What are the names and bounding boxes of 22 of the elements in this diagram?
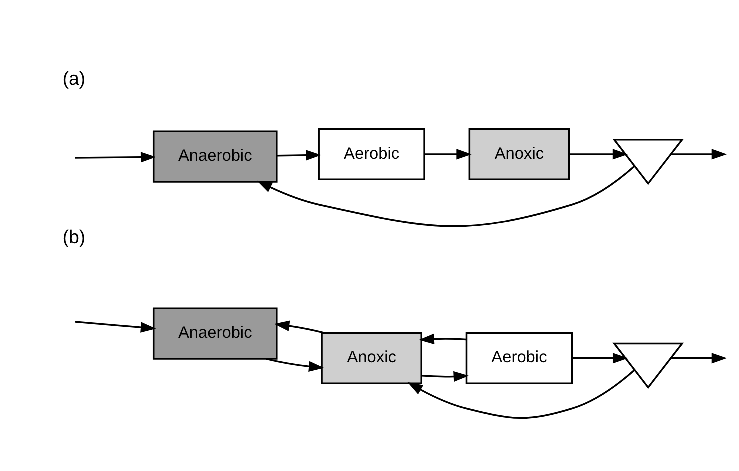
arrow <box>257 165 636 227</box>
label: (b) <box>62 226 86 247</box>
node-box: Anaerobic <box>152 307 278 360</box>
arrow <box>75 320 156 332</box>
arrow <box>277 150 322 160</box>
arrow <box>422 370 470 382</box>
arrow <box>671 148 728 160</box>
arrow <box>671 352 728 364</box>
arrow <box>419 333 466 344</box>
node-box: Anaerobic <box>152 130 278 182</box>
arrow <box>408 369 636 419</box>
arrow <box>424 148 472 160</box>
label: (a) <box>62 68 86 89</box>
arrow <box>570 148 628 160</box>
arrow <box>274 320 325 334</box>
node-box: Anoxic <box>321 332 422 384</box>
arrow <box>266 358 324 372</box>
node-box: Aerobic <box>466 332 574 384</box>
node-box: Anoxic <box>468 128 570 180</box>
arrow <box>75 152 156 162</box>
arrow <box>572 352 628 364</box>
node-box: Aerobic <box>318 128 426 180</box>
